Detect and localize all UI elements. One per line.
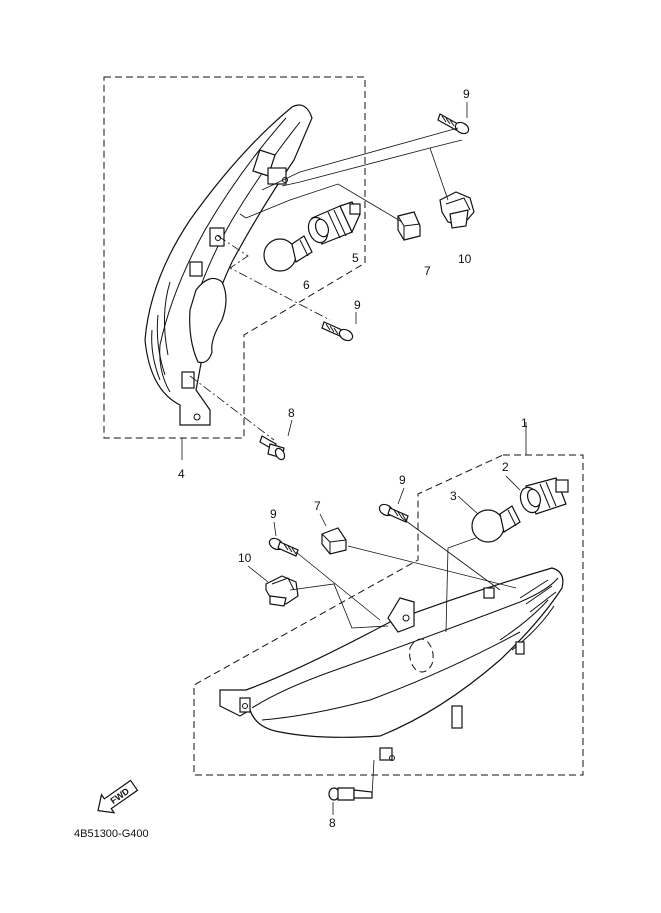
clip-bottom: [321, 527, 347, 555]
callout-2: 2: [502, 460, 509, 474]
bolt-bottom: [328, 787, 373, 801]
callout-3: 3: [450, 489, 457, 503]
assembly-boundary-top: [103, 76, 366, 439]
callout-5: 5: [352, 251, 359, 265]
callout-10: 10: [458, 252, 472, 266]
callout-9: 9: [399, 473, 406, 487]
callout-9: 9: [463, 87, 470, 101]
right-flasher-assembly: [193, 422, 584, 801]
assembly-boundary-bottom: [193, 454, 584, 776]
callout-8: 8: [329, 816, 336, 830]
callout-numbers: 9 5 6 7 10 9 8 4 1 2 9 3 7 9 10 8: [178, 87, 528, 830]
callout-7: 7: [314, 499, 321, 513]
callout-9: 9: [354, 298, 361, 312]
flasher-lens-bottom: [219, 567, 564, 761]
left-flasher-assembly: [103, 76, 475, 461]
fwd-arrow-icon: FWD: [97, 779, 139, 814]
callout-8: 8: [288, 406, 295, 420]
callout-1: 1: [521, 416, 528, 430]
drawing-code: 4B51300-G400: [74, 828, 149, 840]
clip-top: [397, 211, 421, 241]
screw-top-a: [437, 113, 470, 135]
screw-top-b: [321, 321, 354, 342]
nut-bottom: [265, 575, 299, 607]
bolt-top: [259, 435, 286, 461]
callout-7: 7: [424, 264, 431, 278]
callout-9: 9: [270, 507, 277, 521]
bulb-socket-top: [307, 201, 361, 245]
screw-bottom-b: [268, 537, 299, 557]
flasher-lens-top: [144, 104, 313, 426]
callout-4: 4: [178, 467, 185, 481]
callout-6: 6: [303, 278, 310, 292]
callout-10: 10: [238, 551, 252, 565]
bulb-bottom: [471, 505, 521, 543]
bulb-top: [263, 235, 313, 272]
nut-top: [439, 191, 475, 229]
bulb-socket-bottom: [519, 477, 569, 515]
